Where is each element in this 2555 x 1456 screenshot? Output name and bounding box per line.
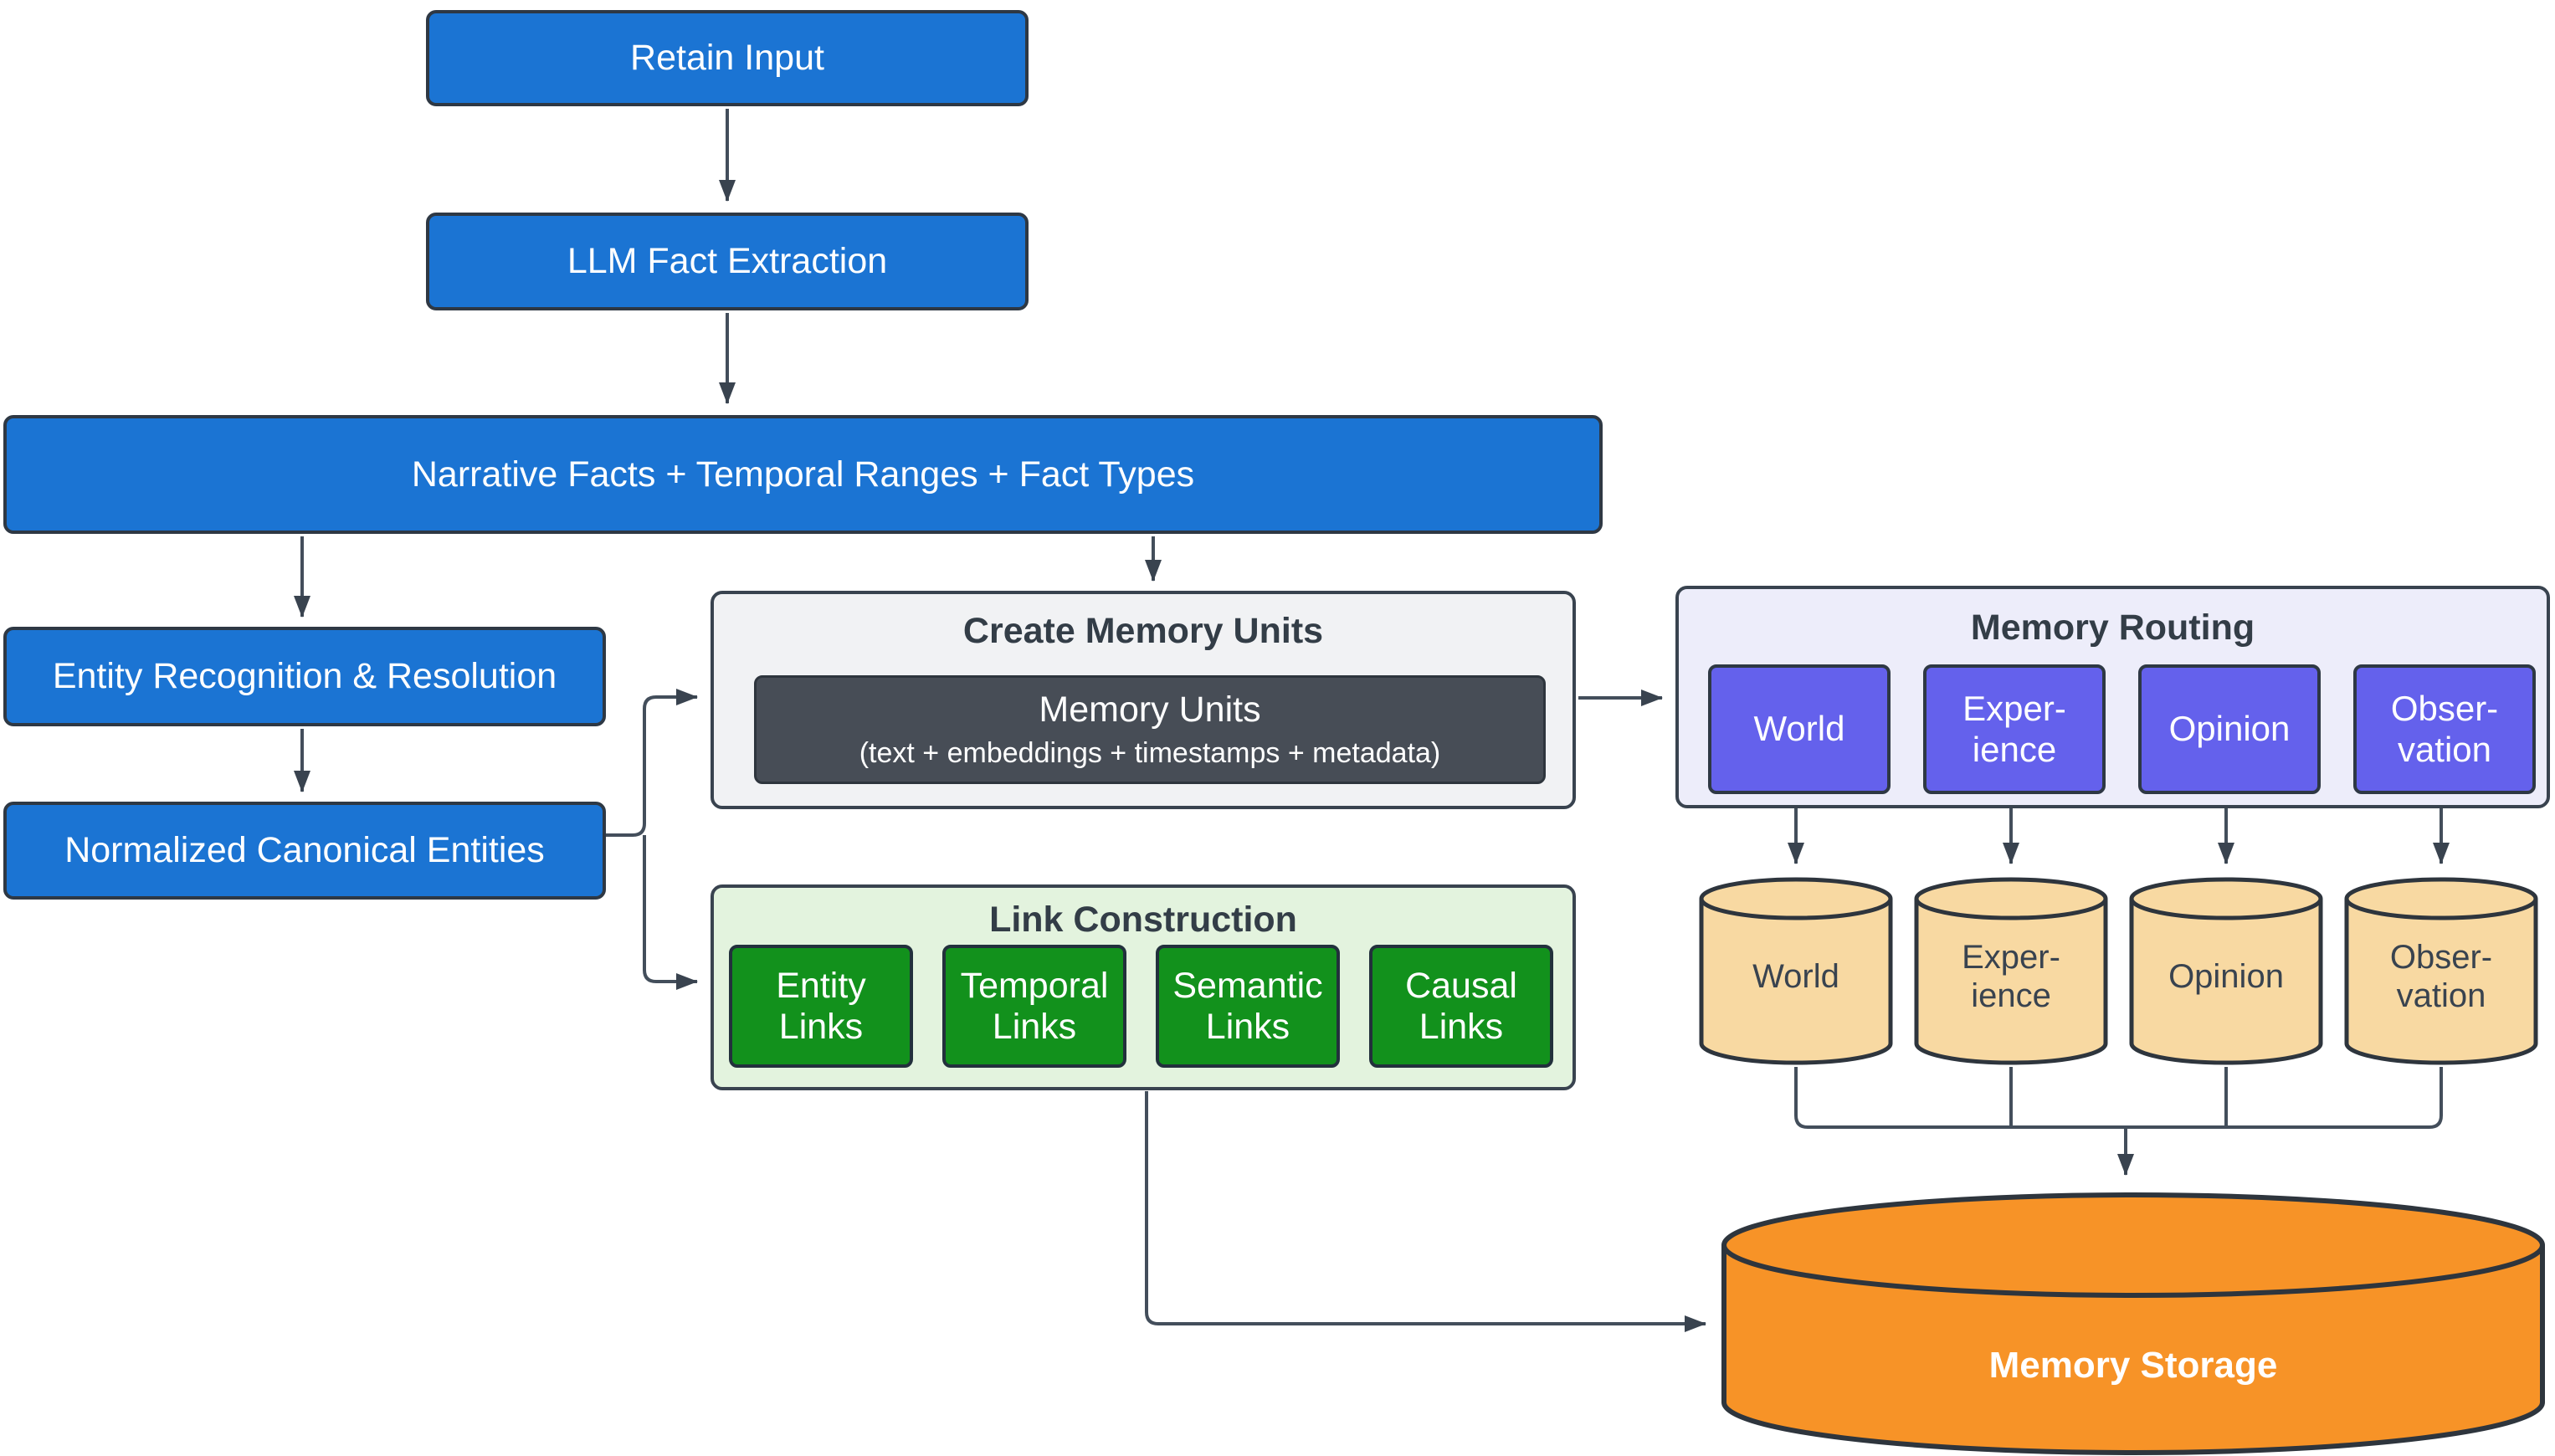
store-cylinder-world: World <box>1699 877 1893 1068</box>
memory-units-node: Memory Units (text + embeddings + timest… <box>754 675 1546 784</box>
causal-links-node: Causal Links <box>1369 945 1553 1068</box>
llm-fact-extraction-label: LLM Fact Extraction <box>567 241 888 282</box>
semantic-links-node: Semantic Links <box>1156 945 1340 1068</box>
entity-recognition-label: Entity Recognition & Resolution <box>52 656 557 697</box>
store-opinion-label: Opinion <box>2168 957 2284 995</box>
memory-units-sublabel: (text + embeddings + timestamps + metada… <box>859 737 1441 769</box>
store-cylinder-opinion: Opinion <box>2129 877 2323 1068</box>
memory-storage-cylinder: Memory Storage <box>1721 1192 2546 1456</box>
store-world-label: World <box>1752 957 1839 995</box>
store-observation-label: Obser- vation <box>2389 938 2493 1014</box>
cylinder-shape <box>1914 877 2108 1065</box>
retain-input-node: Retain Input <box>426 10 1029 106</box>
create-memory-units-title: Create Memory Units <box>962 611 1324 651</box>
llm-fact-extraction-node: LLM Fact Extraction <box>426 213 1029 310</box>
cylinder-shape <box>2129 877 2323 1065</box>
route-experience-node: Exper- ience <box>1923 664 2106 794</box>
create-memory-units-container: Create Memory Units Memory Units (text +… <box>711 591 1576 809</box>
cylinder-shape <box>1699 877 1893 1065</box>
temporal-links-node: Temporal Links <box>942 945 1126 1068</box>
store-experience-label: Exper- ience <box>1962 938 2060 1014</box>
store-cylinder-observation: Obser- vation <box>2344 877 2538 1068</box>
link-construction-container: Link Construction Entity Links Temporal … <box>711 884 1576 1090</box>
memory-units-label: Memory Units <box>1039 690 1261 730</box>
normalized-entities-label: Normalized Canonical Entities <box>64 830 545 871</box>
store-cylinder-experience: Exper- ience <box>1914 877 2108 1068</box>
cylinder-shape <box>2344 877 2538 1065</box>
normalized-entities-node: Normalized Canonical Entities <box>3 802 606 900</box>
link-construction-title: Link Construction <box>989 900 1297 940</box>
route-opinion-node: Opinion <box>2138 664 2321 794</box>
retain-input-label: Retain Input <box>630 38 824 79</box>
route-observation-node: Obser- vation <box>2353 664 2536 794</box>
cylinder-shape <box>1721 1192 2545 1455</box>
memory-routing-title: Memory Routing <box>1970 608 2255 648</box>
entity-recognition-node: Entity Recognition & Resolution <box>3 627 606 726</box>
memory-storage-label: Memory Storage <box>1988 1345 2278 1387</box>
route-world-node: World <box>1708 664 1891 794</box>
entity-links-node: Entity Links <box>729 945 913 1068</box>
memory-routing-container: Memory Routing World Exper- ience Opinio… <box>1675 586 2550 808</box>
narrative-facts-node: Narrative Facts + Temporal Ranges + Fact… <box>3 415 1603 534</box>
narrative-facts-label: Narrative Facts + Temporal Ranges + Fact… <box>411 454 1195 495</box>
